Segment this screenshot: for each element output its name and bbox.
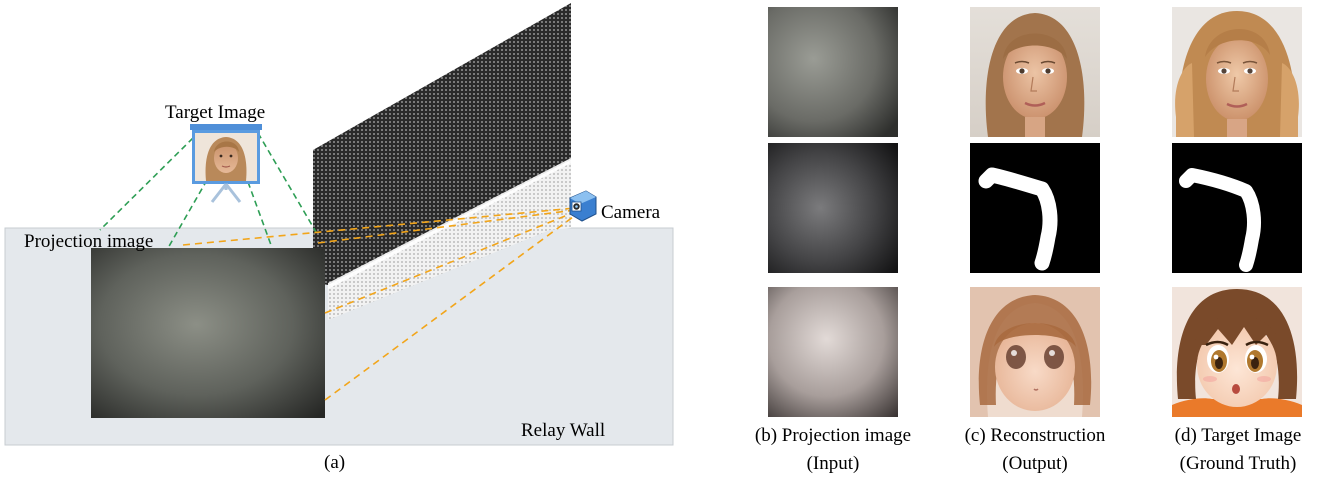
camera-view-lines bbox=[182, 207, 578, 401]
projection-input-1 bbox=[768, 7, 898, 137]
projection-input-3 bbox=[768, 287, 898, 417]
caption-projection-input: (b) Projection image (Input) bbox=[723, 422, 943, 478]
camera-label: Camera bbox=[601, 202, 661, 223]
caption-b-line2: (Input) bbox=[806, 453, 860, 474]
projection-image-label: Projection image bbox=[24, 231, 154, 252]
target-projection-lines bbox=[99, 132, 317, 249]
caption-d-line2: (Ground Truth) bbox=[1179, 453, 1297, 474]
panel-a-setup-diagram: Target Image Projection image Camera Rel… bbox=[4, 3, 674, 473]
reconstruction-digit-7 bbox=[970, 143, 1100, 273]
caption-c-line2: (Output) bbox=[1002, 453, 1068, 474]
hidden-scene-wall-light bbox=[328, 160, 571, 320]
caption-c-line1: (c) Reconstruction bbox=[964, 425, 1106, 446]
caption-b-line1: (b) Projection image bbox=[754, 425, 912, 446]
target-image-easel bbox=[190, 124, 262, 203]
reconstruction-anime-girl bbox=[970, 287, 1100, 417]
ground-truth-face-woman bbox=[1172, 7, 1302, 137]
camera-icon bbox=[569, 190, 597, 222]
projection-input-2 bbox=[768, 143, 898, 273]
relay-wall-label: Relay Wall bbox=[521, 420, 606, 441]
panel-a-caption: (a) bbox=[324, 452, 346, 473]
ground-truth-digit-7 bbox=[1172, 143, 1302, 273]
caption-d-line1: (d) Target Image bbox=[1174, 425, 1302, 446]
target-image-label: Target Image bbox=[165, 102, 266, 123]
setup-scene bbox=[4, 3, 674, 446]
ground-truth-anime-girl bbox=[1172, 287, 1302, 417]
caption-reconstruction-output: (c) Reconstruction (Output) bbox=[935, 422, 1135, 478]
caption-target-ground-truth: (d) Target Image (Ground Truth) bbox=[1143, 422, 1320, 478]
hidden-scene-wall-edge bbox=[328, 158, 571, 289]
reconstruction-face-woman bbox=[970, 7, 1100, 137]
hidden-scene-wall-dark bbox=[313, 3, 571, 285]
projection-image-display bbox=[91, 248, 325, 418]
